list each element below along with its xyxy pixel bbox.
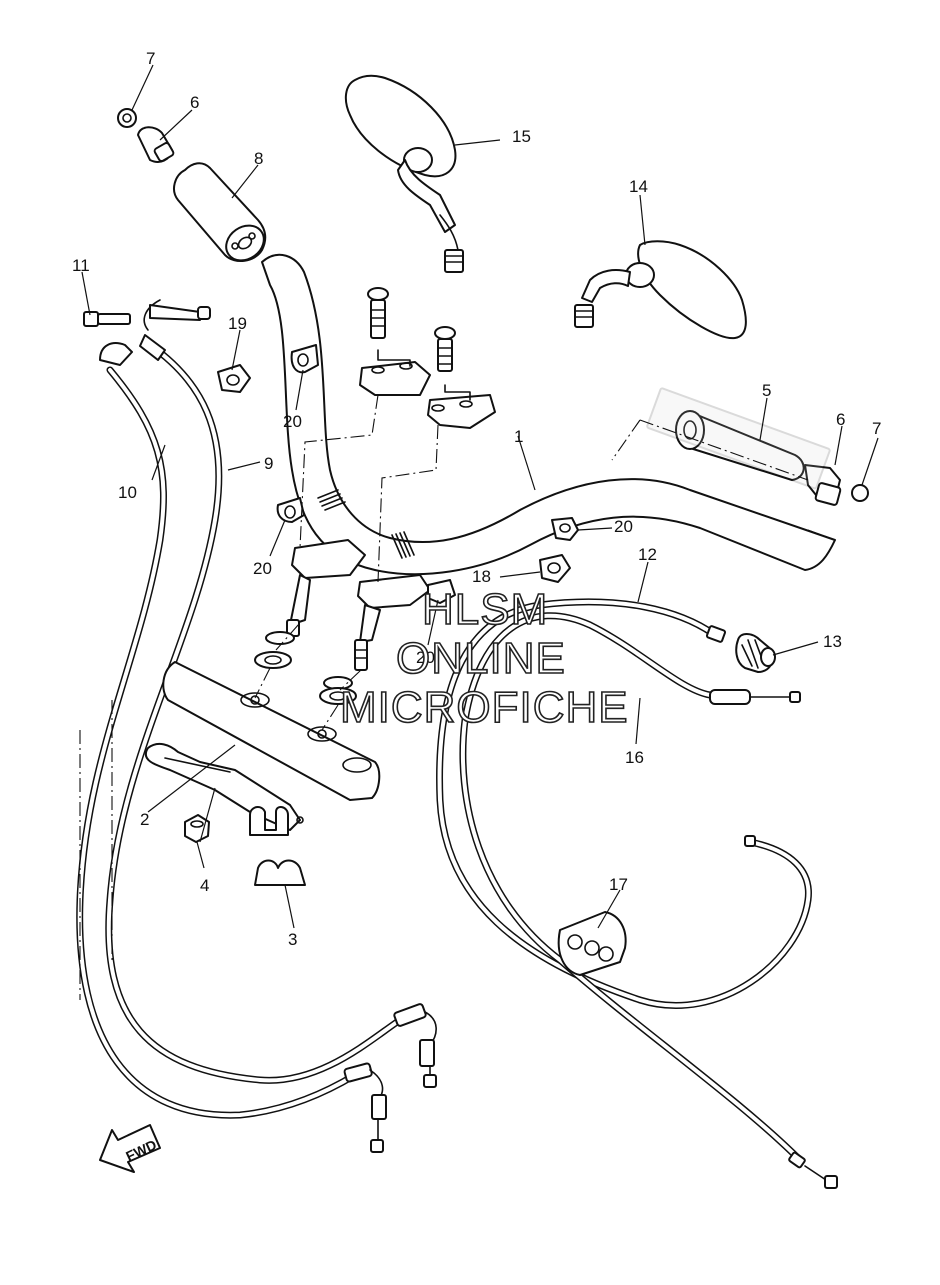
grip-8[interactable] (173, 162, 271, 267)
watermark-line-1: HLSM (422, 585, 548, 634)
grip-5[interactable] (675, 410, 805, 481)
bolt-11[interactable] (83, 311, 131, 327)
callout-15: 15 (512, 127, 531, 146)
callout-11: 11 (72, 256, 90, 275)
clamp-3[interactable] (249, 806, 306, 886)
bar-end-weight-7-left[interactable] (117, 108, 137, 128)
callout-19: 19 (228, 314, 247, 333)
clamp-18[interactable] (539, 554, 571, 583)
handlebar-1[interactable] (261, 253, 836, 576)
callout-20-center: 20 (416, 648, 435, 667)
callout-20-middle: 20 (253, 559, 272, 578)
throttle-cable-9[interactable] (105, 341, 404, 1084)
forward-direction-arrow: FWD (99, 1124, 161, 1173)
cable-end-10 (343, 1062, 387, 1153)
clamp-19[interactable] (217, 364, 251, 393)
mirror-15[interactable] (344, 74, 464, 273)
bar-end-6-right[interactable] (804, 464, 842, 506)
callout-13: 13 (823, 632, 842, 651)
mirror-14[interactable] (574, 240, 747, 340)
lower-handlebar-holder[interactable] (286, 539, 431, 671)
callout-6-left: 6 (190, 93, 199, 112)
throttle-cable-10[interactable] (76, 366, 359, 1119)
watermark-line-3: MICROFICHE (340, 683, 629, 732)
callout-10: 10 (118, 483, 137, 502)
callout-14: 14 (629, 177, 648, 196)
upper-handlebar-holder[interactable] (359, 361, 496, 429)
clutch-cable-12[interactable] (436, 598, 812, 1009)
callout-3: 3 (288, 930, 297, 949)
callout-12: 12 (638, 545, 657, 564)
callout-2: 2 (140, 810, 149, 829)
assembly-lines (79, 394, 836, 1000)
cable-clamp-17[interactable] (557, 911, 627, 976)
leader-lines (81, 64, 879, 929)
callout-9: 9 (264, 454, 273, 473)
callout-20-upper: 20 (283, 412, 302, 431)
cable-end-top (99, 299, 211, 366)
callout-7-left: 7 (146, 49, 155, 68)
callouts: 7 6 8 11 19 20 10 9 20 1 15 14 5 6 7 20 … (72, 49, 881, 949)
knurled-section-right (391, 531, 415, 559)
cable-16[interactable] (459, 612, 838, 1189)
cable-end-9 (393, 1003, 437, 1088)
boot-13[interactable] (735, 633, 776, 673)
clamp-20-middle[interactable] (276, 497, 305, 523)
bar-end-weight-7-right[interactable] (851, 484, 869, 502)
callout-16: 16 (625, 748, 644, 767)
callout-4: 4 (200, 876, 209, 895)
watermark: HLSM ONLINE MICROFICHE (339, 584, 629, 733)
callout-8: 8 (254, 149, 263, 168)
callout-20-right: 20 (614, 517, 633, 536)
knurled-section-left (317, 489, 346, 511)
upper-bracket[interactable] (162, 661, 381, 801)
callout-7-right: 7 (872, 419, 881, 438)
callout-17: 17 (609, 875, 628, 894)
callout-1: 1 (514, 427, 523, 446)
callout-6-right: 6 (836, 410, 845, 429)
callout-5: 5 (762, 381, 771, 400)
watermark-line-2: ONLINE (396, 634, 566, 683)
washers-and-dampers (254, 631, 357, 705)
holder-bolts[interactable] (367, 287, 471, 401)
clamp-20-right[interactable] (551, 517, 579, 541)
clamp-20-upper[interactable] (290, 344, 319, 374)
callout-18: 18 (472, 567, 491, 586)
clamp-20-center[interactable] (427, 579, 456, 604)
nut-4[interactable] (184, 814, 210, 843)
bar-end-6-left[interactable] (137, 126, 175, 163)
